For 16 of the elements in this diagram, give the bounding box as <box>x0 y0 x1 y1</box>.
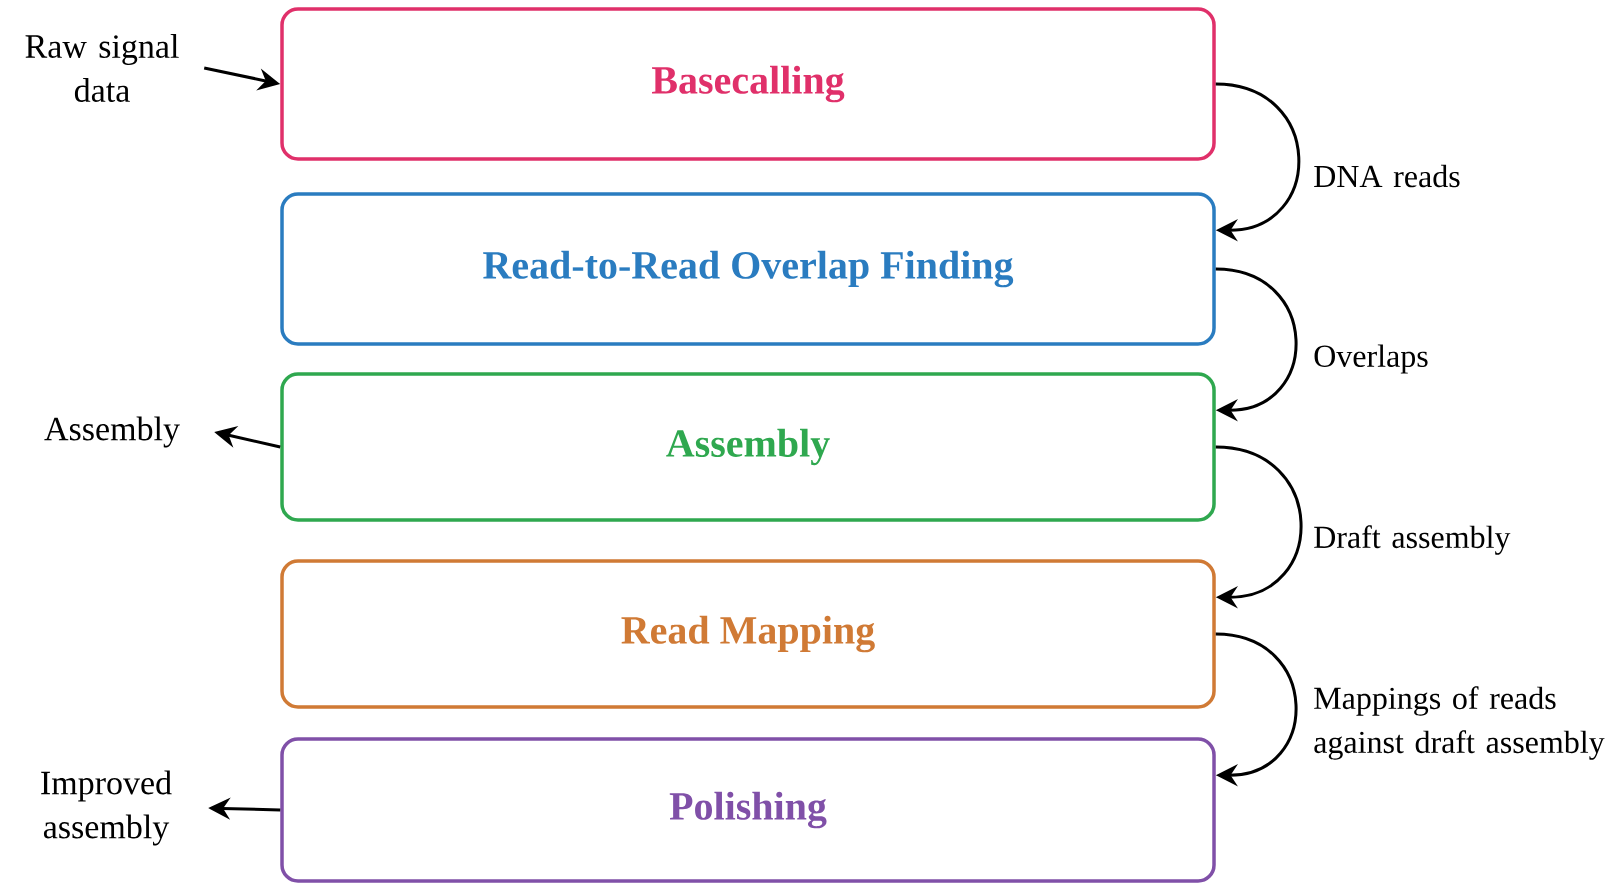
curved-arrow <box>1215 632 1298 787</box>
curved-arrow <box>1215 82 1301 242</box>
edge-label: Mappings of reads against draft assembly <box>1314 686 1605 760</box>
edge-label: DNA reads <box>1314 164 1460 188</box>
edge-label: Overlaps <box>1314 344 1428 374</box>
edge-label: Draft assembly <box>1314 525 1511 555</box>
curved-arrow <box>1215 267 1298 422</box>
stage-box: Assembly <box>280 372 1216 522</box>
curved-arrow <box>1215 445 1303 609</box>
output-label: Improved assembly <box>41 770 172 846</box>
stage-box: Read Mapping <box>280 559 1216 709</box>
stage-box: Polishing <box>280 737 1216 883</box>
output-label: Raw signal data <box>25 34 179 102</box>
output-label: Assembly <box>44 416 180 448</box>
stage-box: Basecalling <box>280 7 1216 161</box>
stage-box: Read-to-Read Overlap Finding <box>280 192 1216 346</box>
